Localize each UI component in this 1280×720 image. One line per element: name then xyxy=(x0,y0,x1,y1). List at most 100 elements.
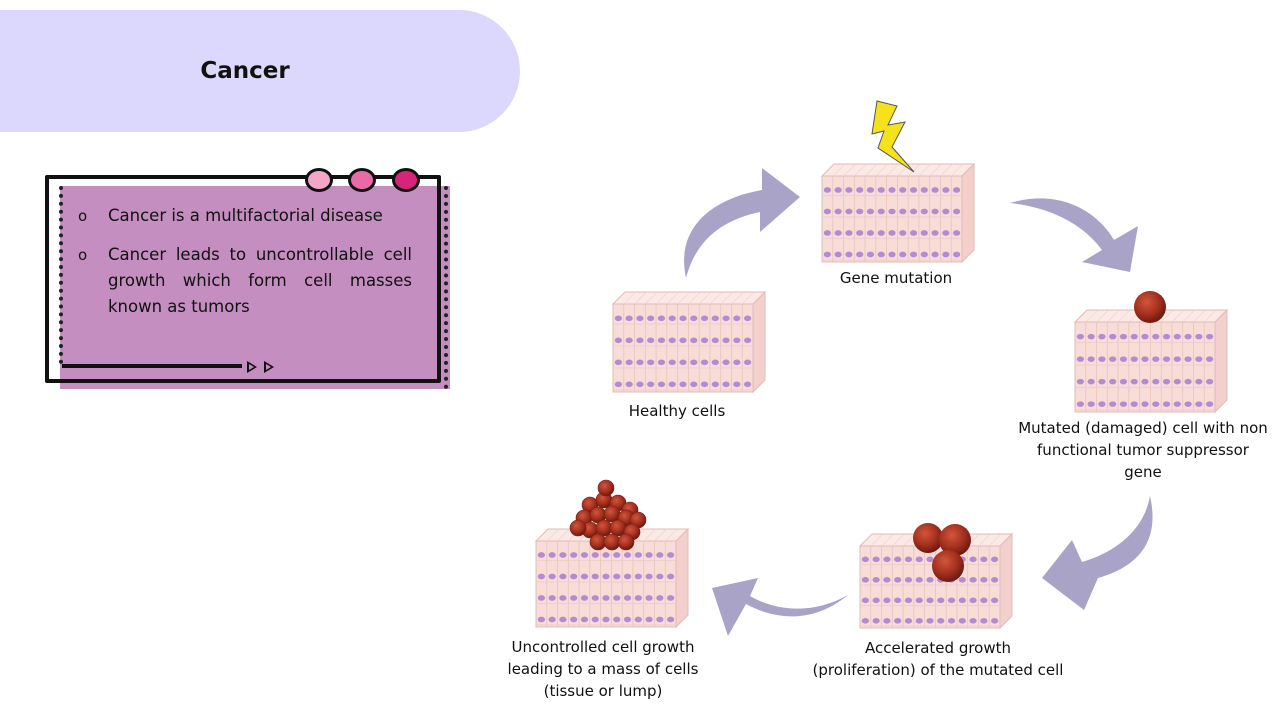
cell-nucleus xyxy=(625,381,633,388)
cell-nucleus xyxy=(634,552,642,558)
cell-nucleus xyxy=(883,618,891,624)
cell-nucleus xyxy=(591,616,599,623)
cell-nucleus xyxy=(1162,333,1171,340)
cell-nucleus xyxy=(570,595,578,601)
tissue-side-face xyxy=(961,162,975,264)
cell-nucleus xyxy=(894,597,902,604)
tumor-cell xyxy=(589,533,607,551)
tissue-healthy xyxy=(611,290,767,394)
cell-nucleus xyxy=(580,552,589,558)
cell-nucleus xyxy=(645,616,653,623)
cell-nucleus xyxy=(580,573,589,580)
cell-nucleus xyxy=(953,230,961,236)
cell-nucleus xyxy=(559,595,567,601)
label-line: Healthy cells xyxy=(628,402,726,420)
curved-arrow-icon xyxy=(1042,496,1153,610)
cell-nucleus xyxy=(559,552,567,558)
cell-nucleus xyxy=(613,616,621,623)
cell-nucleus xyxy=(926,556,934,563)
cell-nucleus xyxy=(856,230,864,236)
cell-nucleus xyxy=(711,381,719,388)
cell-nucleus xyxy=(991,618,999,624)
cell-top-line xyxy=(902,533,916,547)
label-line: (tissue or lump) xyxy=(543,682,663,700)
dotted-border-left xyxy=(59,186,63,364)
cell-nucleus xyxy=(866,230,875,236)
cell-nucleus xyxy=(656,573,664,580)
cell-nucleus xyxy=(548,616,556,623)
cell-nucleus xyxy=(861,597,869,604)
cell-nucleus xyxy=(711,337,719,344)
cell-nucleus xyxy=(1130,401,1138,407)
cell-nucleus xyxy=(845,230,853,236)
cell-nucleus xyxy=(909,187,918,193)
cell-nucleus xyxy=(915,577,923,583)
cell-nucleus xyxy=(866,251,875,258)
cell-nucleus xyxy=(700,359,709,366)
cell-nucleus xyxy=(1152,401,1160,407)
cell-top-line xyxy=(546,528,560,542)
cell-nucleus xyxy=(645,595,653,601)
cell-nucleus xyxy=(953,187,961,193)
curved-arrow-icon xyxy=(712,578,848,636)
cell-nucleus xyxy=(733,337,741,344)
cell-top-line xyxy=(832,163,846,177)
cell-nucleus xyxy=(1206,378,1214,385)
dotted-border-right xyxy=(444,186,448,389)
cell-nucleus xyxy=(1098,356,1106,362)
bullet-item: o Cancer is a multifactorial disease xyxy=(78,203,412,229)
cell-nucleus xyxy=(969,556,977,563)
cell-nucleus xyxy=(861,618,869,624)
cell-nucleus xyxy=(1141,356,1149,362)
cell-top-line xyxy=(843,163,856,177)
cell-nucleus xyxy=(602,552,610,558)
cell-nucleus xyxy=(926,618,934,624)
cell-top-line xyxy=(988,533,1002,547)
cell-nucleus xyxy=(679,381,687,388)
play-icon xyxy=(247,361,257,373)
cell-nucleus xyxy=(711,359,719,366)
cell-nucleus xyxy=(866,187,875,193)
label-line: Gene mutation xyxy=(839,269,953,287)
cell-nucleus xyxy=(645,552,653,558)
cell-nucleus xyxy=(722,315,730,322)
cell-top-line xyxy=(643,528,656,542)
cell-top-line xyxy=(1117,309,1131,323)
stage-label-healthy: Healthy cells xyxy=(577,400,777,422)
cell-nucleus xyxy=(1087,401,1095,407)
cell-nucleus xyxy=(1195,378,1203,385)
cell-nucleus xyxy=(937,597,945,604)
cell-top-line xyxy=(1182,309,1195,323)
bullet-list: o Cancer is a multifactorial disease o C… xyxy=(78,203,412,333)
cell-nucleus xyxy=(667,573,675,580)
cell-nucleus xyxy=(634,616,642,623)
label-line: Mutated (damaged) cell with non xyxy=(1018,419,1268,437)
tissue-side-face xyxy=(1214,308,1228,414)
cell-nucleus xyxy=(667,595,675,601)
cell-nucleus xyxy=(1195,401,1203,407)
cell-nucleus xyxy=(969,597,977,604)
cell-top-line xyxy=(1171,309,1185,323)
cell-nucleus xyxy=(1206,401,1214,407)
cell-nucleus xyxy=(537,573,545,580)
cell-nucleus xyxy=(1098,378,1106,385)
cell-nucleus xyxy=(845,187,853,193)
cell-nucleus xyxy=(744,315,752,322)
cell-nucleus xyxy=(1109,378,1117,385)
cell-nucleus xyxy=(883,577,891,583)
tumor-cell xyxy=(609,519,627,537)
cell-nucleus xyxy=(904,556,913,563)
cell-nucleus xyxy=(899,251,907,258)
cell-nucleus xyxy=(613,573,621,580)
cell-nucleus xyxy=(548,595,556,601)
cell-nucleus xyxy=(1109,333,1117,340)
cell-nucleus xyxy=(657,359,666,366)
cell-nucleus xyxy=(823,187,831,193)
cell-nucleus xyxy=(559,573,567,580)
cell-nucleus xyxy=(679,337,687,344)
cell-top-line xyxy=(654,528,667,542)
cell-nucleus xyxy=(883,597,891,604)
cell-nucleus xyxy=(1195,333,1203,340)
cell-top-line xyxy=(645,291,658,305)
cell-nucleus xyxy=(909,208,918,215)
